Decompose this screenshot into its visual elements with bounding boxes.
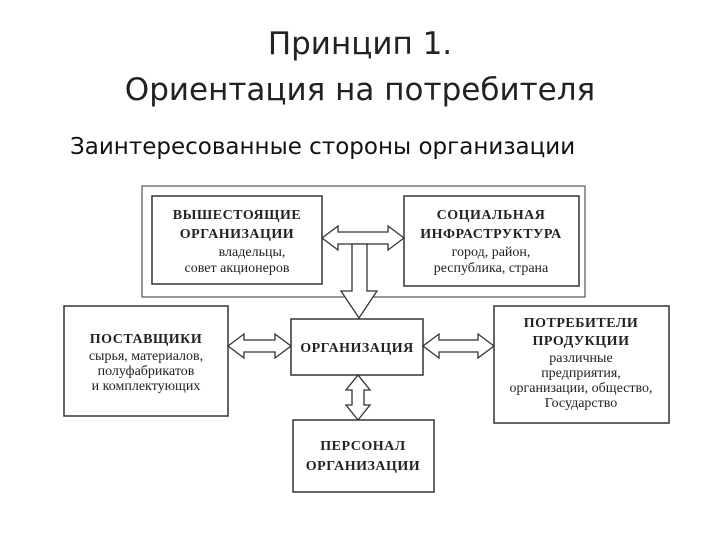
box-bottom <box>292 419 435 493</box>
left-line-2: полуфабрикатов <box>98 364 195 379</box>
title-line-1: Принцип 1. <box>267 26 453 62</box>
left-heading-1: ПОСТАВЩИКИ <box>90 332 202 347</box>
top-left-line-1: владельцы, <box>219 245 286 260</box>
box-right <box>493 305 670 424</box>
right-heading-2: ПРОДУКЦИИ <box>533 334 630 349</box>
arrow-vertical-bottom <box>344 373 372 422</box>
subtitle: Заинтересованные стороны организации <box>70 134 576 160</box>
top-right-heading-1: СОЦИАЛЬНАЯ <box>437 208 546 223</box>
top-left-line-2: совет акционеров <box>185 261 290 276</box>
top-right-heading-2: ИНФРАСТРУКТУРА <box>420 227 562 242</box>
left-line-3: и комплектующих <box>92 379 201 394</box>
arrow-left-horizontal <box>226 332 293 360</box>
right-line-2: предприятия, <box>541 366 621 381</box>
arrow-right-horizontal <box>421 332 496 360</box>
box-top-left <box>151 195 323 285</box>
center-heading: ОРГАНИЗАЦИЯ <box>300 341 414 356</box>
top-right-line-2: республика, страна <box>434 261 549 276</box>
top-right-line-1: город, район, <box>452 245 531 260</box>
right-line-4: Государство <box>545 396 618 411</box>
box-center <box>290 318 424 376</box>
right-heading-1: ПОТРЕБИТЕЛИ <box>524 316 638 331</box>
arrow-down-to-center <box>339 243 379 320</box>
arrow-top-horizontal <box>320 224 406 252</box>
left-line-1: сырья, материалов, <box>89 349 203 364</box>
top-left-heading-2: ОРГАНИЗАЦИИ <box>180 227 294 242</box>
right-line-3: организации, общество, <box>510 381 653 396</box>
right-line-1: различные <box>549 351 612 366</box>
box-left <box>63 305 229 417</box>
box-top-right <box>403 195 580 287</box>
title-line-2: Ориентация на потребителя <box>124 72 596 108</box>
bottom-heading-2: ОРГАНИЗАЦИИ <box>306 459 420 474</box>
bottom-heading-1: ПЕРСОНАЛ <box>320 439 405 454</box>
top-left-heading-1: ВЫШЕСТОЯЩИЕ <box>173 208 301 223</box>
